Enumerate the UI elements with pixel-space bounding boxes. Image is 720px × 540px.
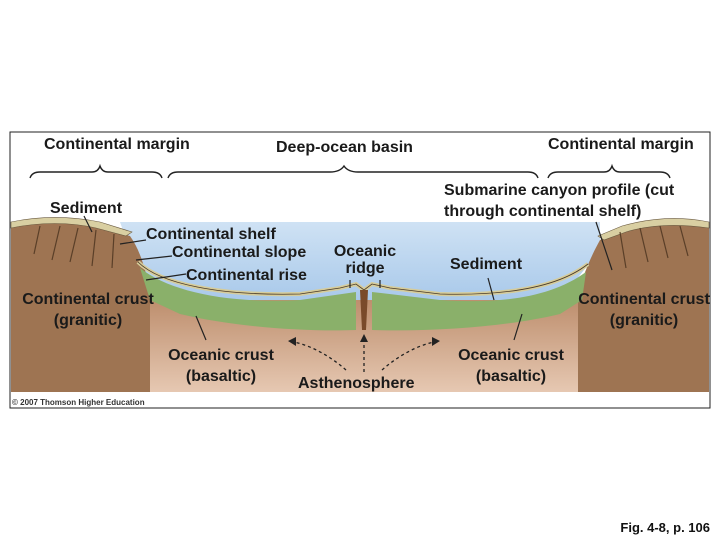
crust-faults <box>33 225 689 269</box>
label-continental-rise: Continental rise <box>186 267 307 284</box>
sediment-layer-right <box>597 218 710 241</box>
oceanic-crust-right <box>372 272 586 331</box>
continental-crust-right <box>578 220 709 392</box>
figure-caption: Fig. 4-8, p. 106 <box>620 520 710 535</box>
label-continental-margin-right: Continental margin <box>548 136 694 153</box>
label-continental-margin-left: Continental margin <box>44 136 190 153</box>
label-deep-ocean-basin: Deep-ocean basin <box>276 139 413 156</box>
sediment-layer-left <box>10 217 133 237</box>
label-sediment-right: Sediment <box>450 256 523 273</box>
ocean-water <box>120 222 600 300</box>
label-continental-shelf: Continental shelf <box>146 226 276 243</box>
label-continental-crust-right: Continental crust (granitic) <box>578 291 710 329</box>
oceanic-crust-left <box>140 268 356 331</box>
copyright-notice: © 2007 Thomson Higher Education <box>12 398 145 407</box>
convection-arrows <box>293 340 435 372</box>
convection-arrowheads <box>288 334 440 346</box>
label-continental-slope: Continental slope <box>172 244 307 261</box>
label-oceanic-ridge: Oceanic ridge <box>333 243 397 277</box>
label-asthenosphere: Asthenosphere <box>298 375 415 392</box>
label-oceanic-crust-left: Oceanic crust (basaltic) <box>168 347 274 385</box>
sea-floor-outline <box>137 261 589 295</box>
label-submarine-canyon: Submarine canyon profile (cut through co… <box>444 182 675 220</box>
label-oceanic-crust-right: Oceanic crust (basaltic) <box>458 347 564 385</box>
label-sediment-left: Sediment <box>50 200 123 217</box>
margin-braces <box>29 163 671 179</box>
ridge-rift <box>360 290 368 330</box>
label-continental-crust-left: Continental crust (granitic) <box>22 291 154 329</box>
continental-crust-left <box>11 219 150 392</box>
leader-lines <box>83 215 613 341</box>
